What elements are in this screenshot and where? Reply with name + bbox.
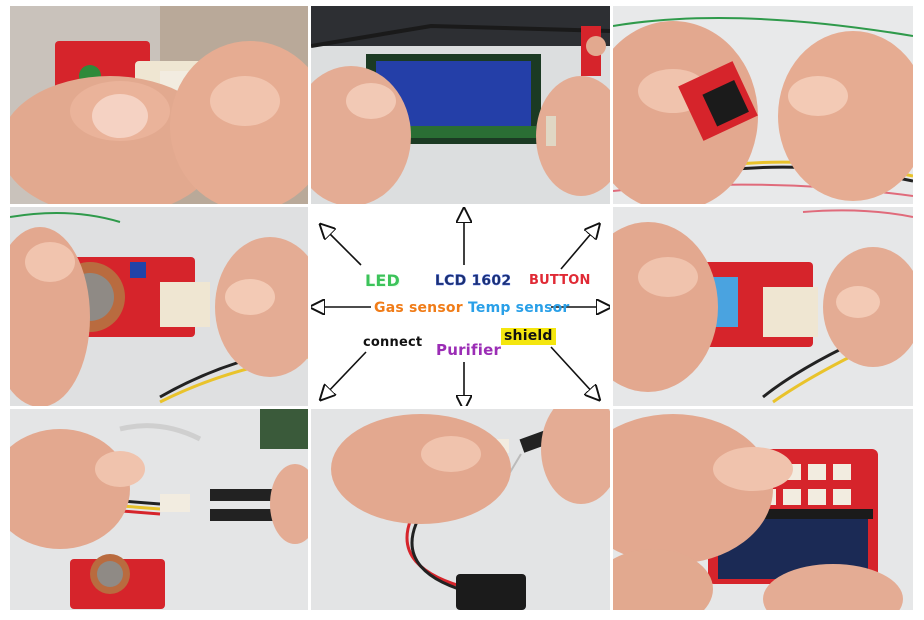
photo-led-module [10,6,308,204]
label-led: LED [365,271,401,290]
temp-sensor-image [613,207,913,406]
photo-lcd-module [311,6,610,204]
label-lcd-1602: LCD 1602 [435,273,512,289]
module-legend-panel: LED LCD 1602 BUTTON Gas sensor Temp sens… [311,207,610,406]
button-module-image [613,6,913,204]
arrow-led [325,229,362,266]
arrow-connect [325,351,367,395]
arrows-diagram [311,207,610,406]
arrow-button [560,229,595,270]
label-gas-sensor: Gas sensor [374,300,463,316]
photo-gas-sensor-module [10,207,308,406]
photo-button-module [613,6,913,204]
connect-wires-image [10,409,308,610]
purifier-image [311,409,610,610]
label-purifier: Purifier [436,341,502,359]
label-button: BUTTON [529,273,591,288]
arrow-shield [550,346,595,395]
label-shield: shield [501,328,556,345]
gas-sensor-image [10,207,308,406]
photo-connect-wires [10,409,308,610]
photo-purifier-wire [311,409,610,610]
label-connect: connect [363,335,423,350]
lcd-module-image [311,6,610,204]
shield-board-image [613,409,913,610]
led-module-image [10,6,308,204]
label-temp-sensor: Temp sensor [468,300,570,316]
photo-shield-board [613,409,913,610]
photo-temp-sensor-module [613,207,913,406]
